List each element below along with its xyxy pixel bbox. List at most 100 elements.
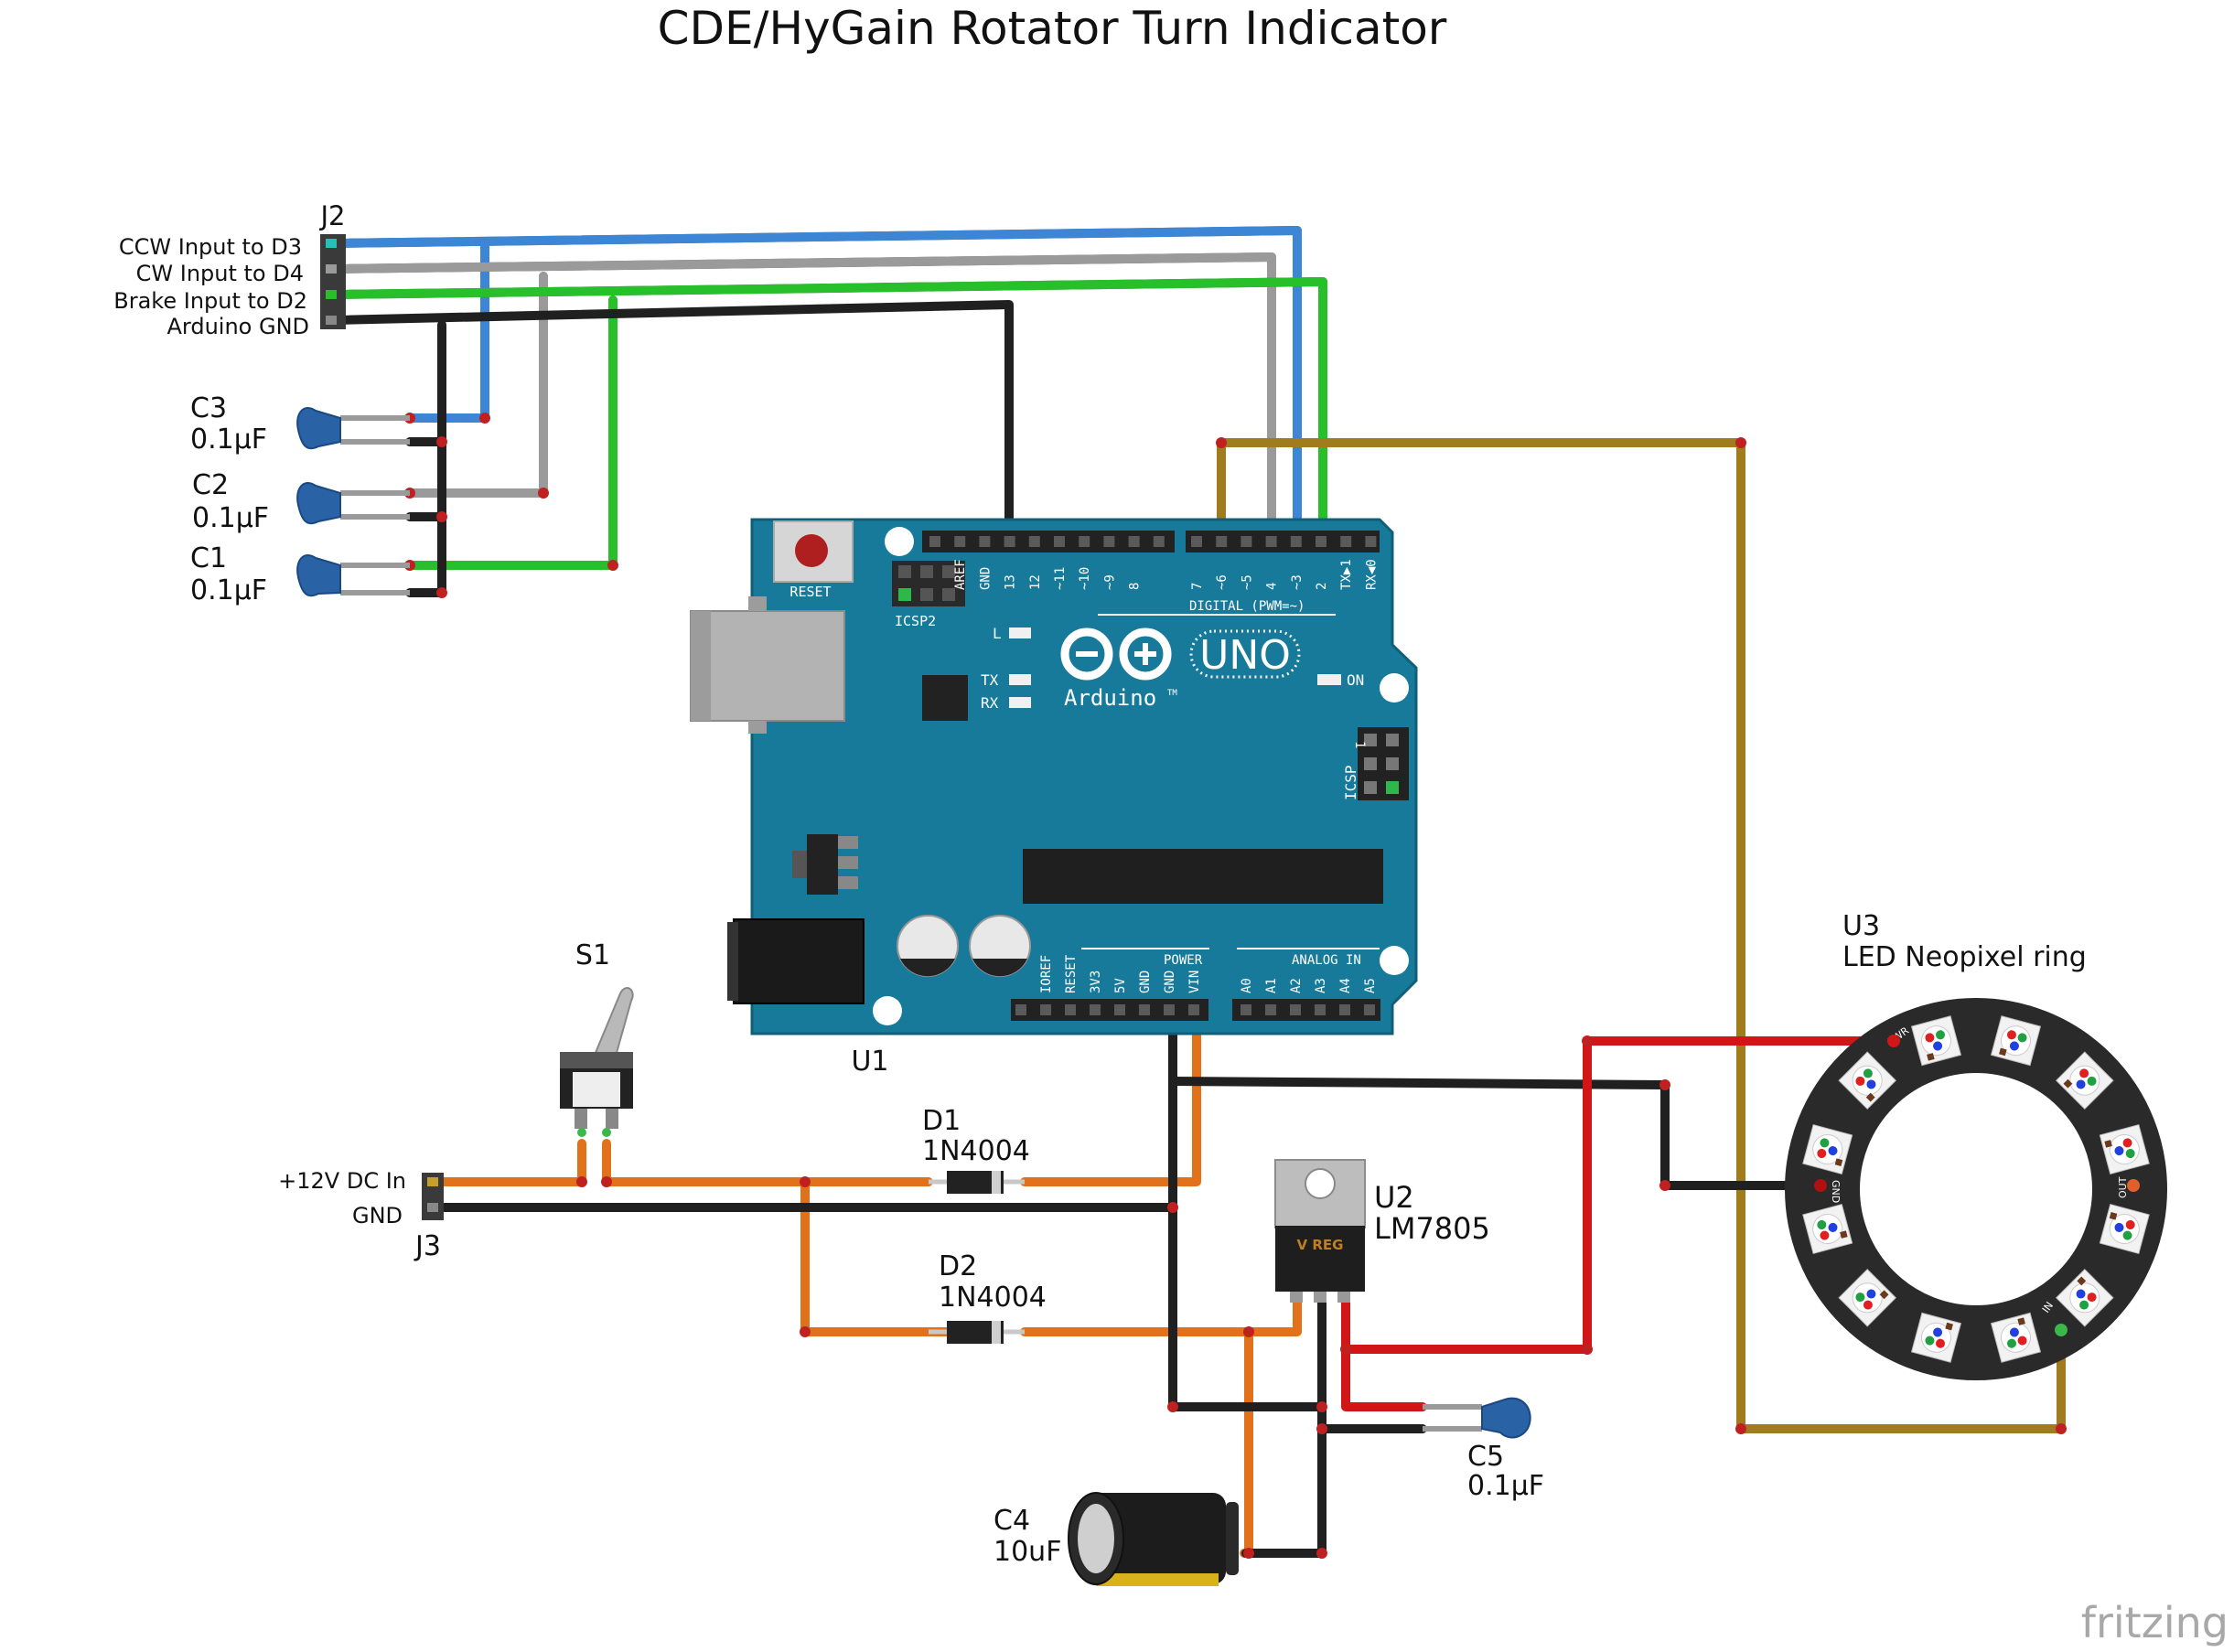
uno-header-pin[interactable] [979, 536, 991, 547]
neopixel-led [1802, 1203, 1853, 1255]
switch-lever[interactable] [591, 987, 634, 1060]
neopixel-ring-u3: PWR GND OUT IN U3 LED Neopixel ring [1785, 910, 2167, 1380]
j3-ref-label: J3 [414, 1230, 441, 1262]
uno-header-pin[interactable] [1015, 1004, 1026, 1015]
j2-pin-1[interactable] [326, 239, 337, 248]
uno-header-pin[interactable] [1339, 1004, 1350, 1015]
u3-ref-label: U3 [1842, 910, 1880, 942]
uno-header-pin[interactable] [1365, 536, 1377, 547]
j2-pin-3[interactable] [326, 290, 337, 299]
uno-header-pin[interactable] [1290, 536, 1302, 547]
c3-value-label: 0.1µF [190, 424, 267, 456]
uno-top-pin-label: RX◀0 [1364, 559, 1379, 590]
uno-header-pin[interactable] [1290, 1004, 1301, 1015]
uno-usb-chip [922, 675, 968, 721]
u2-ref-label: U2 [1374, 1180, 1414, 1215]
c1-value-label: 0.1µF [190, 574, 267, 606]
uno-header-pin[interactable] [1265, 1004, 1276, 1015]
j3-pin-label-gnd: GND [352, 1203, 403, 1228]
uno-header-pin[interactable] [1164, 1004, 1175, 1015]
uno-reset-button[interactable] [773, 520, 854, 583]
capacitor-c5: C5 0.1µF [1423, 1397, 1544, 1502]
uno-mounting-hole-2 [1380, 673, 1409, 703]
uno-header-pin[interactable] [1054, 536, 1065, 547]
wire-cw-gray [329, 252, 1276, 546]
uno-header-pin[interactable] [1103, 536, 1115, 547]
uno-header-pin[interactable] [1153, 536, 1165, 547]
uno-header-pin[interactable] [1040, 1004, 1051, 1015]
j2-ref-label: J2 [318, 200, 345, 231]
uno-icsp2-label: ICSP2 [895, 613, 936, 629]
uno-reset-button-cap[interactable] [795, 534, 828, 567]
uno-onboard-regulator [807, 834, 838, 895]
page-title: CDE/HyGain Rotator Turn Indicator [658, 2, 1447, 55]
uno-power-pin-label: IOREF [1039, 955, 1054, 993]
neopixel-led [2099, 1203, 2150, 1255]
uno-header-pin[interactable] [1241, 1004, 1251, 1015]
j3-pin-gnd[interactable] [427, 1203, 438, 1212]
uno-header-pin[interactable] [1364, 1004, 1375, 1015]
uno-header-pin[interactable] [1065, 1004, 1076, 1015]
uno-header-pin[interactable] [1004, 536, 1015, 547]
j2-pin-4[interactable] [326, 316, 337, 325]
uno-header-pin[interactable] [1139, 1004, 1150, 1015]
wire-data-olive [1217, 438, 2066, 1433]
ring-pin-label-out: OUT [2117, 1176, 2129, 1198]
j2-header-body [320, 234, 346, 329]
uno-header-pin[interactable] [929, 536, 940, 547]
ring-pad-out[interactable] [2127, 1179, 2140, 1192]
uno-header-pin[interactable] [1316, 536, 1326, 547]
ring-pin-label-gnd: GND [1830, 1180, 1842, 1203]
uno-header-pin[interactable] [1191, 536, 1202, 547]
neopixel-led [1910, 1312, 1962, 1363]
j3-connector: +12V DC In GND J3 [278, 1168, 444, 1262]
uno-reset-label: RESET [789, 584, 831, 600]
uno-top-pin-label: 2 [1315, 583, 1329, 590]
c2-ref-label: C2 [192, 469, 229, 501]
uno-power-jack [733, 918, 865, 1004]
fritzing-watermark: fritzing [2081, 1598, 2229, 1647]
u2-marking: V REG [1297, 1237, 1344, 1253]
uno-header-pin[interactable] [1028, 536, 1040, 547]
uno-header-pin[interactable] [1340, 536, 1352, 547]
d2-ref-label: D2 [939, 1250, 977, 1282]
uno-top-pin-label: ~6 [1215, 574, 1230, 590]
uno-header-pin[interactable] [1265, 536, 1277, 547]
neopixel-led [1990, 1312, 2042, 1363]
uno-header-pin[interactable] [1241, 536, 1252, 547]
uno-header-pin[interactable] [954, 536, 966, 547]
d1-part-label: 1N4004 [922, 1135, 1030, 1167]
uno-top-pin-label: AREF [953, 559, 968, 590]
arduino-logo: UNO Arduino TM [1060, 628, 1301, 711]
uno-header-pin[interactable] [1315, 1004, 1326, 1015]
uno-header-pin[interactable] [1114, 1004, 1125, 1015]
ring-pad-pwr[interactable] [1887, 1035, 1900, 1047]
uno-power-pin-label: RESET [1064, 954, 1079, 993]
uno-top-pin-label: TX▶1 [1339, 559, 1354, 590]
uno-header-pin[interactable] [1188, 1004, 1199, 1015]
ring-pad-gnd[interactable] [1814, 1179, 1827, 1192]
ring-pad-in[interactable] [2055, 1324, 2068, 1336]
uno-analog-label: ANALOG IN [1292, 953, 1361, 968]
uno-top-pin-label: 8 [1128, 583, 1143, 590]
j2-pin-2[interactable] [326, 264, 337, 274]
uno-top-pin-label: GND [978, 567, 993, 590]
j3-pin-label-12v: +12V DC In [278, 1168, 406, 1194]
toggle-switch-s1[interactable]: S1 [560, 939, 634, 1137]
j3-pin-12v[interactable] [427, 1177, 438, 1186]
uno-header-pin[interactable] [1079, 536, 1090, 547]
uno-icsp-pin1-label: 1 [1352, 741, 1367, 748]
diode-d2: D2 1N4004 [929, 1250, 1047, 1344]
uno-analog-pin-label: A3 [1314, 978, 1328, 993]
neopixel-led [2099, 1123, 2150, 1175]
uno-mounting-hole-3 [1380, 946, 1409, 975]
uno-header-pin[interactable] [1216, 536, 1228, 547]
capacitor-c4: C4 10uF [993, 1492, 1239, 1586]
uno-header-pin[interactable] [1090, 1004, 1101, 1015]
uno-header-pin[interactable] [1128, 536, 1140, 547]
wires [329, 226, 2067, 1559]
uno-top-pin-label: ~5 [1240, 574, 1254, 590]
uno-top-pin-label: 7 [1190, 583, 1205, 590]
ring-leds [1802, 1015, 2150, 1363]
uno-power-label: POWER [1164, 953, 1203, 968]
